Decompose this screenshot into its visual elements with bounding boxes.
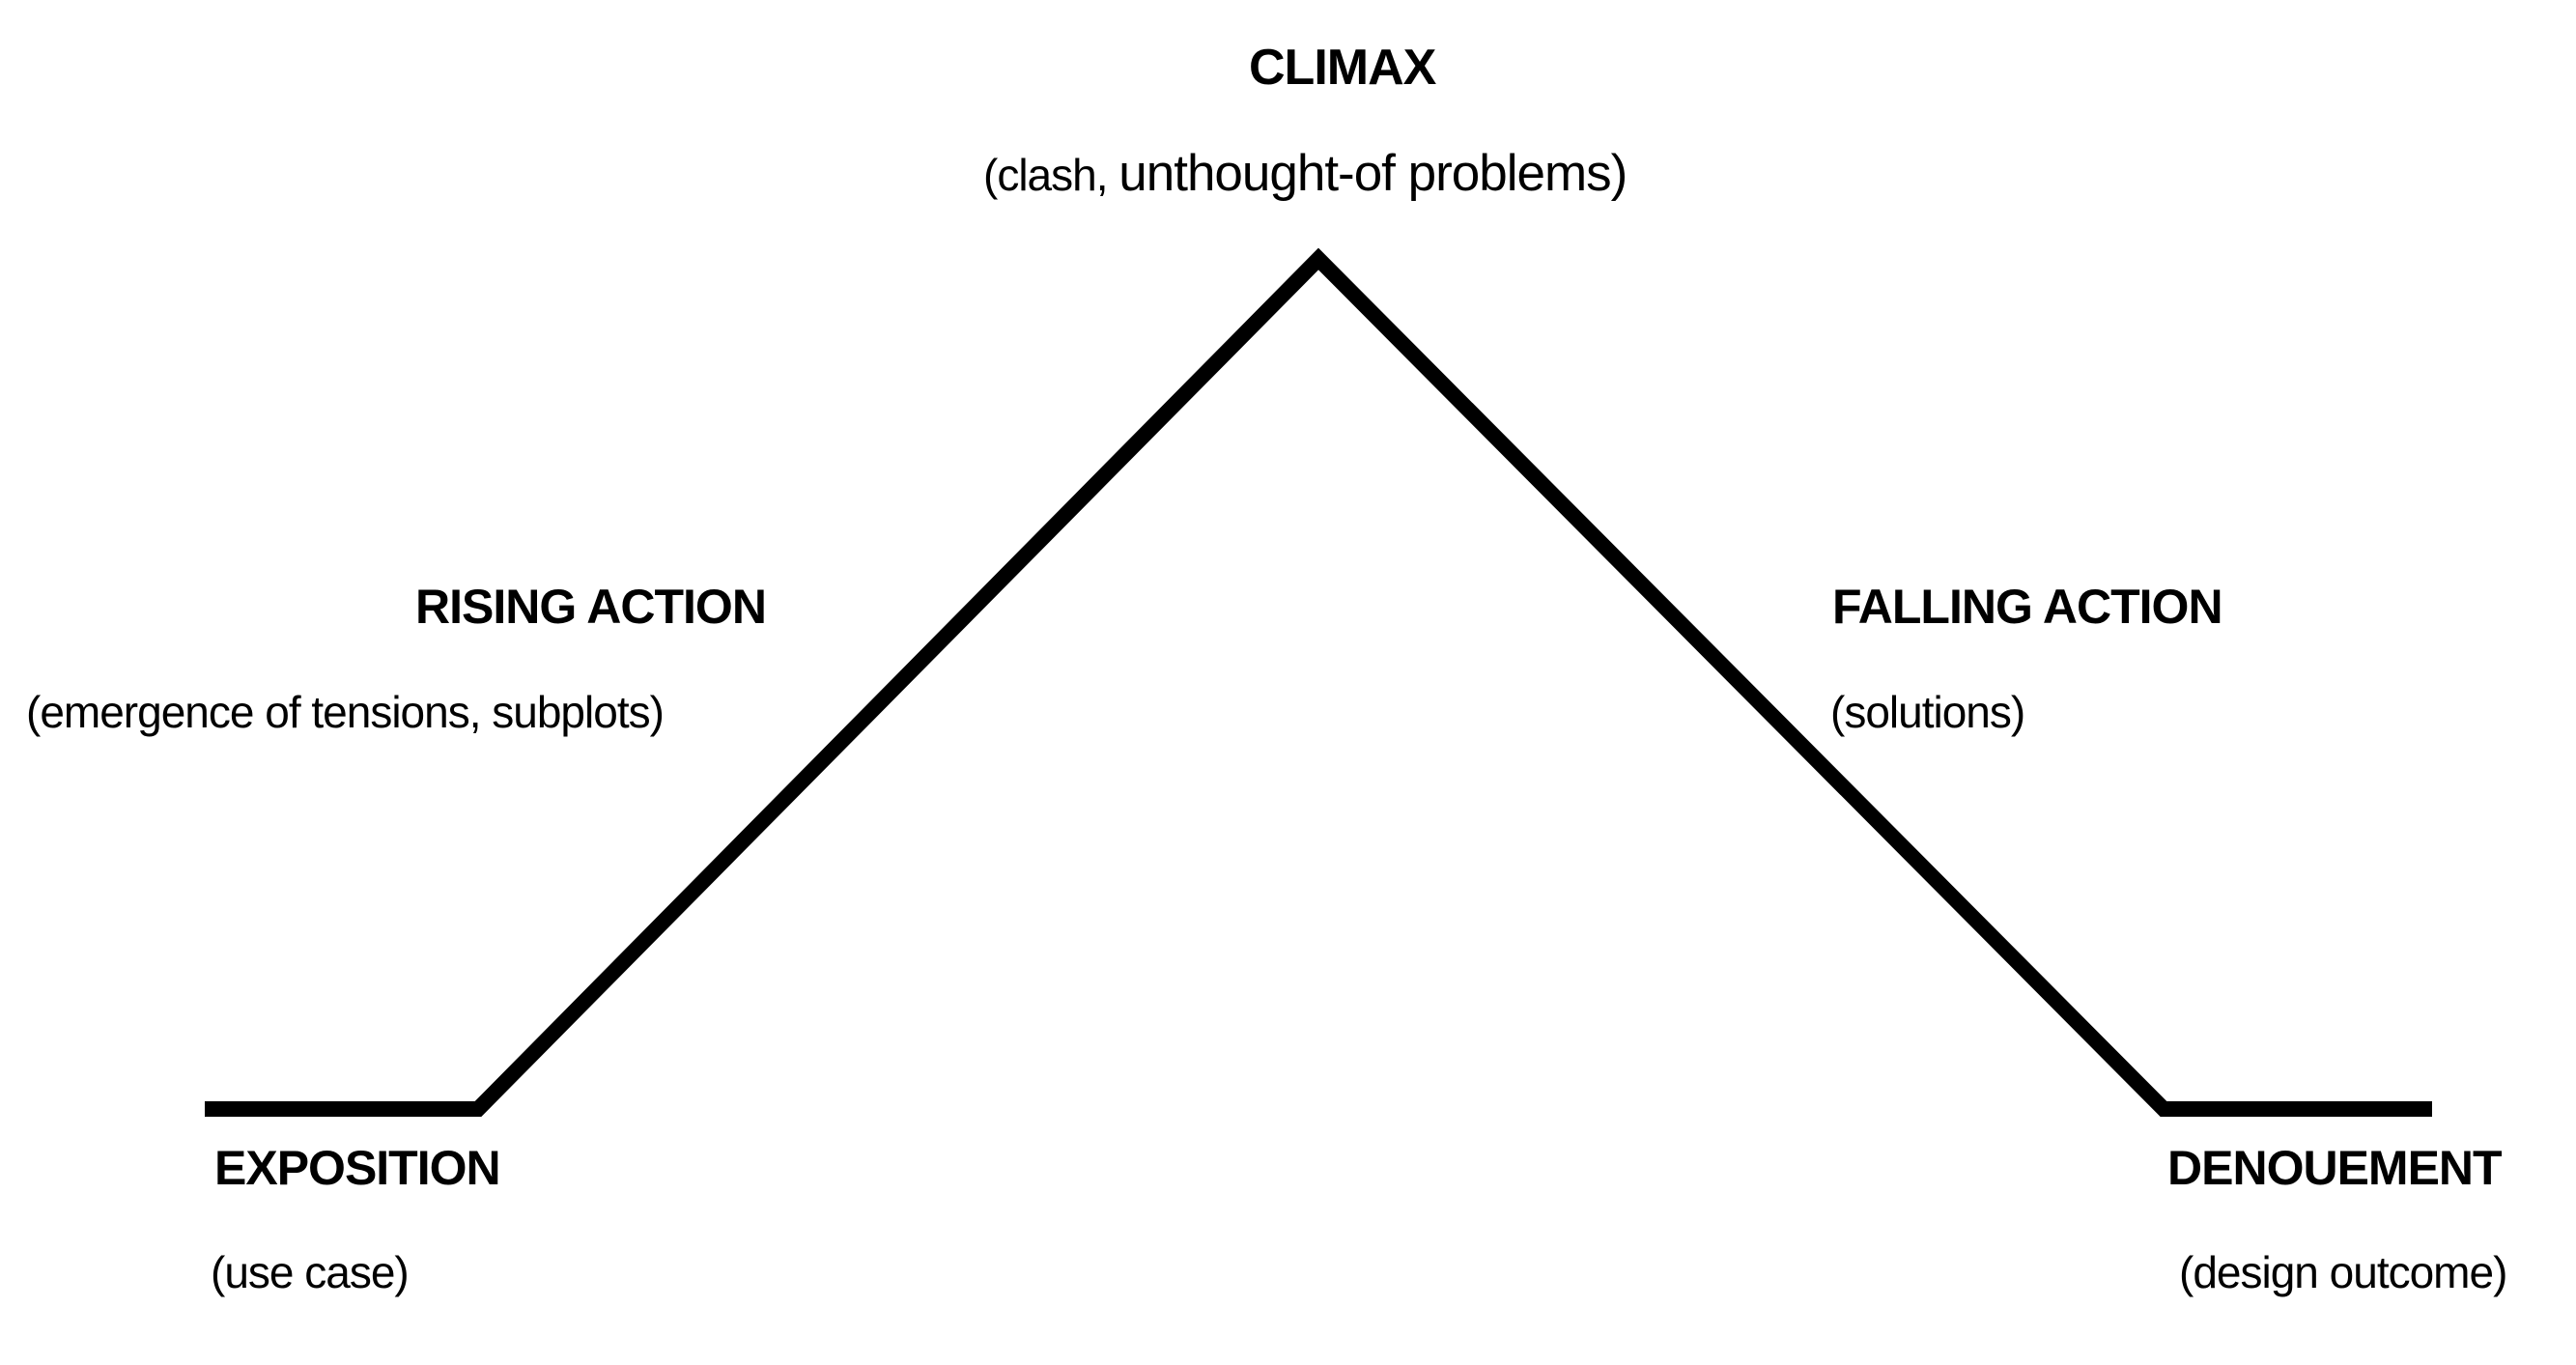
falling-action-annotation: (solutions)	[1830, 687, 2025, 737]
rising-action-annotation: (emergence of tensions, subplots)	[26, 687, 665, 737]
denouement-label: DENOUEMENT	[2167, 1141, 2503, 1195]
climax-annotation-emphasis: unthought-of problems)	[1118, 145, 1628, 202]
climax-annotation: (clash, unthought-of problems)	[983, 143, 1628, 205]
plot-arc-line	[205, 247, 2432, 1117]
rising-action-label: RISING ACTION	[415, 580, 767, 634]
exposition-label: EXPOSITION	[214, 1141, 501, 1195]
climax-label: CLIMAX	[1249, 40, 1436, 96]
falling-action-label: FALLING ACTION	[1832, 580, 2223, 634]
climax-annotation-prefix: (clash,	[983, 150, 1119, 200]
denouement-annotation: (design outcome)	[2179, 1247, 2507, 1297]
exposition-annotation: (use case)	[211, 1247, 410, 1297]
